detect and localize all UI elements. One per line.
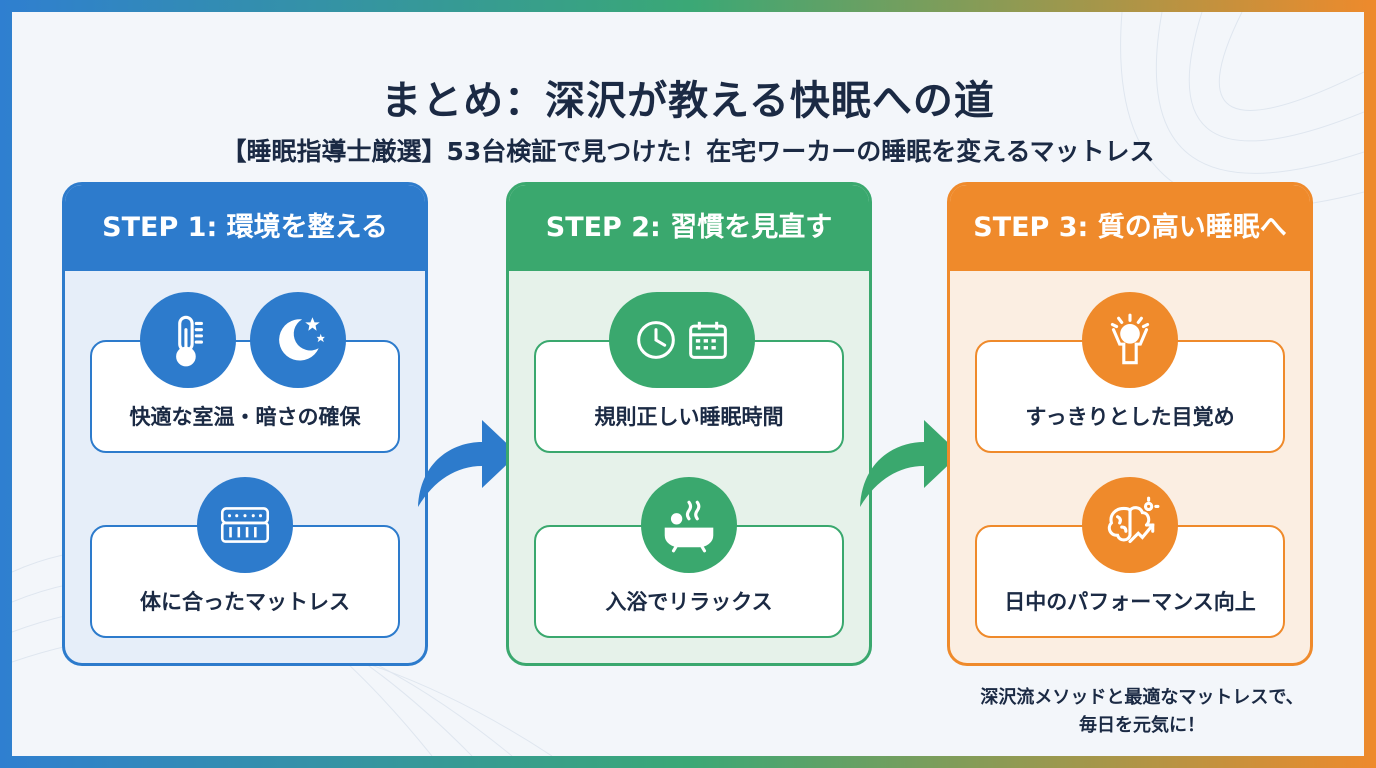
infographic-canvas: まとめ：深沢が教える快眠への道 【睡眠指導士厳選】53台検証で見つけた！在宅ワー… (12, 12, 1364, 756)
bathtub-icon (641, 477, 737, 573)
page-subtitle: 【睡眠指導士厳選】53台検証で見つけた！在宅ワーカーの睡眠を変えるマットレス (221, 137, 1155, 166)
brain-growth-icon (1082, 477, 1178, 573)
wake-up-person-icon (1082, 292, 1178, 388)
page-title: まとめ：深沢が教える快眠への道 (381, 78, 995, 124)
step-3-card-1-label: すっきりとした目覚め (1025, 405, 1235, 429)
step-3-card-2-label: 日中のパフォーマンス向上 (1004, 590, 1256, 614)
step-1-panel: STEP 1: 環境を整える 快適な室温・暗さの確保 体に合ったマ (62, 182, 428, 666)
clock-icon (637, 321, 675, 359)
moon-stars-icon (250, 292, 346, 388)
footer-line-1: 深沢流メソッドと最適なマットレスで、 (980, 687, 1304, 708)
step-1-card-2-label: 体に合ったマットレス (140, 590, 350, 614)
footer-line-2: 毎日を元気に！ (1079, 715, 1205, 736)
step-2-heading: STEP 2: 習慣を見直す (509, 185, 869, 271)
arrow-step-2-to-3-icon (860, 420, 960, 507)
thermometer-icon (140, 292, 236, 388)
step-1-card-1-label: 快適な室温・暗さの確保 (129, 405, 361, 429)
step-3-panel: STEP 3: 質の高い睡眠へ すっきりとした目覚め 日中のパフォーマンス向上 (947, 182, 1313, 666)
step-2-card-1-label: 規則正しい睡眠時間 (594, 405, 784, 429)
step-2-card-1: 規則正しい睡眠時間 (534, 340, 844, 453)
footer-message: 深沢流メソッドと最適なマットレスで、 毎日を元気に！ (932, 684, 1352, 740)
mattress-icon (197, 477, 293, 573)
calendar-icon (689, 321, 727, 359)
clock-calendar-icon-group (609, 292, 755, 388)
step-1-card-1: 快適な室温・暗さの確保 (90, 340, 400, 453)
step-2-card-2-label: 入浴でリラックス (605, 590, 773, 614)
step-3-heading: STEP 3: 質の高い睡眠へ (950, 185, 1310, 271)
step-1-heading: STEP 1: 環境を整える (65, 185, 425, 271)
step-1-card-2: 体に合ったマットレス (90, 525, 400, 638)
step-2-panel: STEP 2: 習慣を見直す 規則正しい睡眠時間 入浴でリラックス (506, 182, 872, 666)
arrow-step-1-to-2-icon (418, 420, 518, 507)
